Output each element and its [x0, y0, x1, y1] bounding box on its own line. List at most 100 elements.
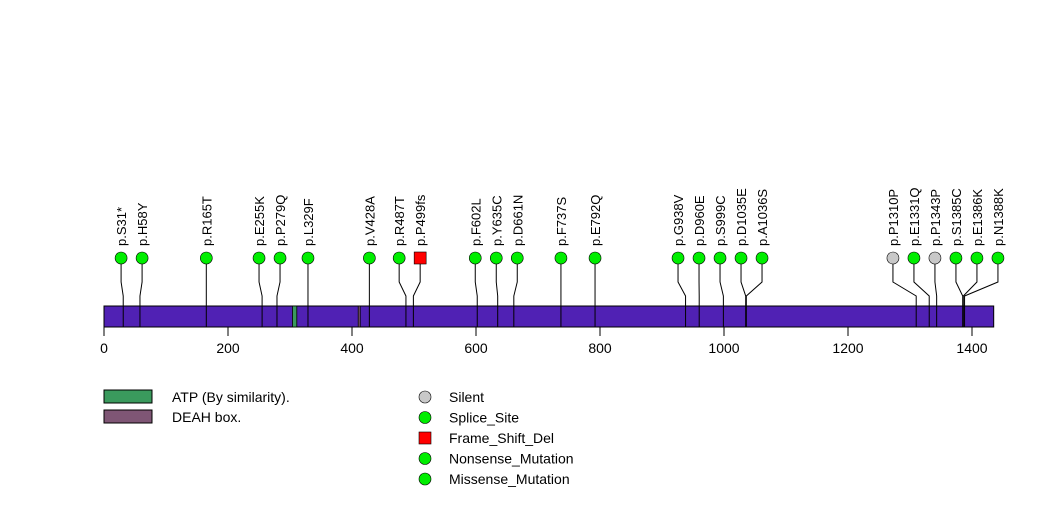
mutation-stem: [412, 258, 421, 306]
mutation-head-circle: [510, 251, 524, 265]
mutation-label: p.E792Q: [588, 195, 603, 246]
mutation-head-circle: [301, 251, 315, 265]
x-tick-label: 1000: [708, 340, 739, 356]
mutation-stem: [139, 258, 143, 306]
x-tick-label: 0: [100, 340, 108, 356]
domain-legend-label: ATP (By similarity).: [172, 389, 290, 405]
mutation-label: p.P1343P: [928, 189, 943, 246]
mutation-label: p.R487T: [392, 196, 407, 246]
mutation-head-circle: [135, 251, 149, 265]
mutation-stem: [258, 258, 263, 306]
mutation-stem: [398, 258, 407, 306]
domain-region: [292, 305, 298, 328]
mutation-stem: [955, 258, 964, 306]
mutation-head-circle: [713, 251, 727, 265]
mutation-label: p.H58Y: [135, 202, 150, 246]
mutation-stem: [120, 258, 124, 306]
mutation-label: p.N1388K: [991, 188, 1006, 246]
mutation-label: p.A1036S: [755, 189, 770, 246]
mutation-head-square: [413, 251, 427, 265]
mutation-head-circle: [928, 251, 942, 265]
mutation-stem: [964, 258, 999, 306]
mutation-type-legend: SilentSplice_SiteFrame_Shift_DelNonsense…: [418, 389, 574, 487]
mutation-type-legend-label: Frame_Shift_Del: [449, 430, 554, 446]
mutation-label: p.D1035E: [734, 188, 749, 246]
mutation-label: p.F602L: [468, 198, 483, 246]
mutation-stem: [745, 258, 763, 306]
mutation-stem: [913, 258, 930, 306]
mutation-head-circle: [991, 251, 1005, 265]
mutation-head-circle: [392, 251, 406, 265]
protein-bar: [103, 305, 995, 328]
domain-legend: ATP (By similarity). DEAH box.: [103, 389, 290, 425]
mutation-type-legend-label: Nonsense_Mutation: [449, 451, 574, 467]
mutation-head-circle: [734, 251, 748, 265]
mutation-label: p.D960E: [692, 195, 707, 246]
mutation-head-circle: [949, 251, 963, 265]
mutation-head-circle: [273, 251, 287, 265]
mutation-head-circle: [252, 251, 266, 265]
mutation-head-circle: [755, 251, 769, 265]
mutation-stem: [892, 258, 917, 306]
mutation-head-circle: [671, 251, 685, 265]
mutation-stem: [740, 258, 747, 306]
mutation-head-circle: [114, 251, 128, 265]
x-tick-label: 200: [216, 340, 240, 356]
mutation-stem: [962, 258, 978, 306]
mutation-label: p.F737S: [554, 197, 569, 246]
mutation-labels: p.S31* p.H58Y p.R165T p.E255K p.P279Q p.L329F…: [114, 187, 1006, 246]
x-tick-label: 800: [588, 340, 612, 356]
legend-circle-icon: [418, 411, 432, 424]
mutation-stems: [120, 258, 999, 306]
legend-square-icon: [418, 431, 432, 445]
x-tick-label: 1200: [832, 340, 863, 356]
domain-legend-swatch: [103, 389, 153, 404]
mutation-label: p.R165T: [199, 196, 214, 246]
x-tick-label: 400: [340, 340, 364, 356]
mutation-stem: [719, 258, 724, 306]
mutation-label: p.S1385C: [949, 188, 964, 246]
mutation-type-legend-label: Silent: [449, 389, 484, 405]
mutation-label: p.D661N: [510, 195, 525, 246]
mutation-head-circle: [886, 251, 900, 265]
x-axis: 0 200 400 600 800 1000 1200 1400: [100, 327, 988, 356]
mutation-head-circle: [489, 251, 503, 265]
mutation-label: p.Y635C: [489, 195, 504, 246]
legend-circle-icon: [418, 472, 432, 486]
x-tick-label: 1400: [956, 340, 987, 356]
mutation-heads: [114, 251, 1005, 265]
mutation-label: p.S999C: [713, 195, 728, 246]
x-tick-label: 600: [464, 340, 488, 356]
mutation-head-circle: [970, 251, 984, 265]
mutation-bar-marks: [122, 306, 966, 327]
mutation-head-circle: [200, 251, 213, 265]
mutation-label: p.S31*: [114, 207, 129, 246]
mutation-stem: [513, 258, 518, 306]
domain-legend-swatch: [103, 409, 153, 424]
mutation-stem: [276, 258, 281, 306]
mutation-head-circle: [363, 251, 376, 265]
domain-legend-label: DEAH box.: [172, 409, 241, 425]
mutation-label: p.E1386K: [970, 189, 985, 246]
mutation-label: p.P1310P: [886, 189, 901, 246]
legend-circle-icon: [418, 390, 432, 404]
mutation-label: p.P279Q: [273, 195, 288, 246]
mutation-stem: [677, 258, 687, 306]
domain-regions: [292, 305, 361, 328]
mutation-label: p.V428A: [362, 196, 377, 246]
mutation-stem: [495, 258, 499, 306]
mutation-type-legend-label: Missense_Mutation: [449, 471, 570, 487]
mutation-label: p.G938V: [671, 194, 686, 246]
mutation-head-circle: [468, 251, 482, 265]
mutation-label: p.E255K: [252, 196, 267, 246]
mutation-head-circle: [692, 251, 706, 265]
mutation-label: p.L329F: [301, 198, 316, 246]
mutation-head-circle: [554, 251, 568, 265]
mutation-head-circle: [588, 251, 602, 265]
mutation-type-legend-label: Splice_Site: [449, 410, 519, 426]
mutation-stem: [474, 258, 478, 306]
domain-region: [357, 305, 361, 328]
mutation-label: p.E1331Q: [907, 187, 922, 246]
mutation-stem: [934, 258, 938, 306]
